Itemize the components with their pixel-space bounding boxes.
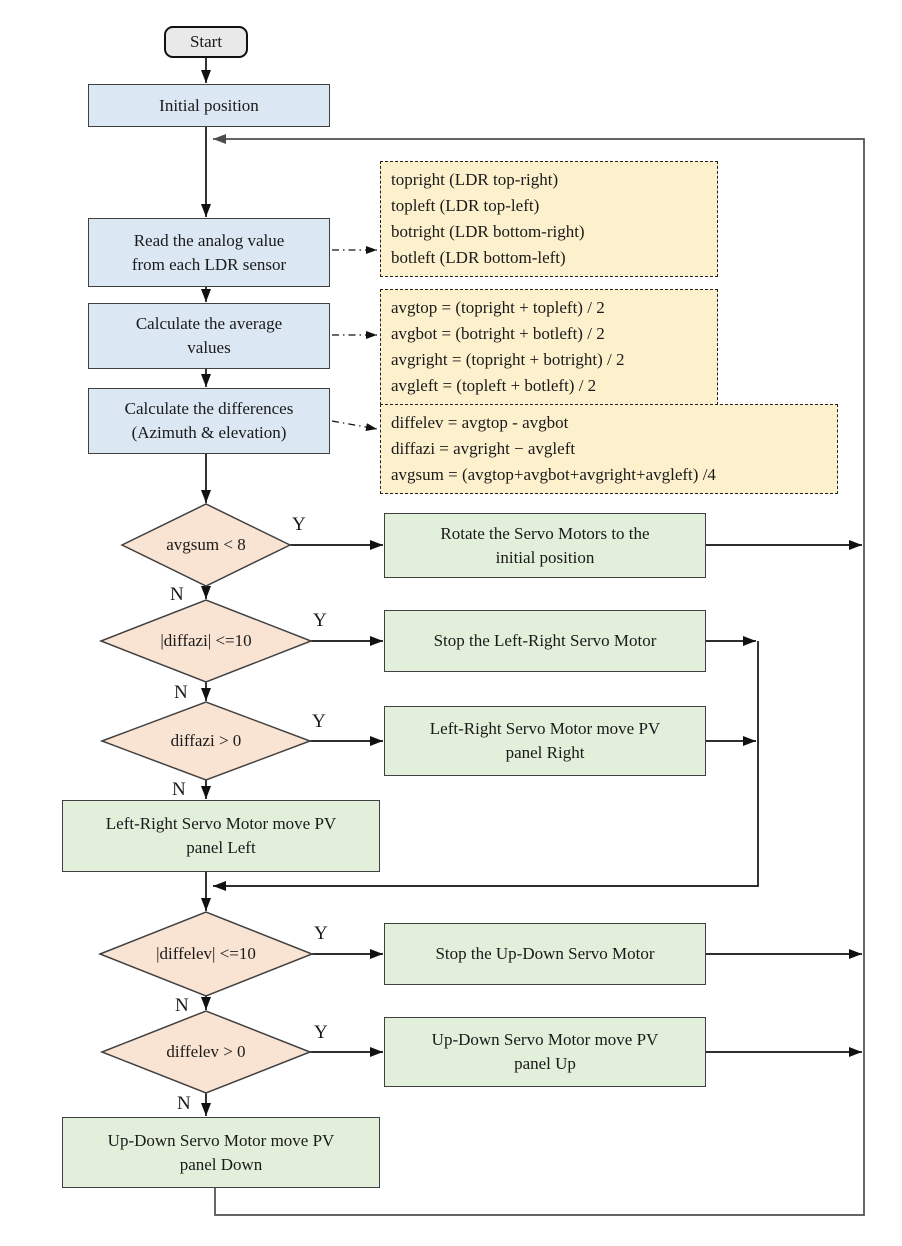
calc-average-label: Calculate the average values (135, 314, 283, 357)
note-line: diffelev = avgtop - avgbot (391, 413, 569, 432)
move-left-label: Left-Right Servo Motor move PV panel Lef… (105, 814, 337, 857)
no-label-diffelev-sign: N (177, 1093, 191, 1114)
note-ldr-variables: topright (LDR top-right) topleft (LDR to… (380, 161, 718, 277)
move-up-label: Up-Down Servo Motor move PV panel Up (431, 1030, 659, 1073)
start-node: Start (164, 26, 248, 58)
yes-label-diffelev-abs: Y (314, 923, 328, 944)
note-averages: avgtop = (topright + topleft) / 2 avgbot… (380, 289, 718, 405)
read-analog-label: Read the analog value from each LDR sens… (131, 230, 287, 274)
note-line: avgtop = (topright + topleft) / 2 (391, 298, 605, 317)
decision-avgsum-shape (120, 503, 292, 587)
calc-differences-node: Calculate the differences (Azimuth & ele… (88, 388, 330, 454)
note-line: avgsum = (avgtop+avgbot+avgright+avgleft… (391, 465, 716, 484)
yes-label-diffazi-sign: Y (312, 711, 326, 732)
no-label-avgsum: N (170, 584, 184, 605)
feedback-loop-line (213, 134, 865, 1216)
yes-label-diffazi-abs: Y (313, 610, 327, 631)
move-right-node: Left-Right Servo Motor move PV panel Rig… (384, 706, 706, 776)
initial-position-node: Initial position (88, 84, 330, 127)
move-left-node: Left-Right Servo Motor move PV panel Lef… (62, 800, 380, 872)
decision-diffelev-sign-label: diffelev > 0 (166, 1042, 246, 1061)
calc-differences-label: Calculate the differences (Azimuth & ele… (124, 399, 294, 442)
link-differences-to-note (331, 420, 378, 432)
note-line: diffazi = avgright − avgleft (391, 439, 576, 458)
decision-diffelev-abs-label: |diffelev| <=10 (156, 944, 256, 963)
initial-position-label: Initial position (159, 95, 259, 115)
decision-diffazi-sign-label: diffazi > 0 (170, 731, 242, 750)
note-line: avgbot = (botright + botleft) / 2 (391, 324, 605, 343)
move-right-label: Left-Right Servo Motor move PV panel Rig… (429, 719, 661, 762)
decision-diffazi-sign-shape (99, 701, 313, 781)
decision-diffelev-sign-shape (99, 1010, 313, 1094)
stop-left-right-node: Stop the Left-Right Servo Motor (384, 610, 706, 672)
decision-diffazi-abs-label: |diffazi| <=10 (160, 631, 252, 650)
move-down-label: Up-Down Servo Motor move PV panel Down (107, 1130, 335, 1174)
note-differences: diffelev = avgtop - avgbot diffazi = avg… (380, 404, 838, 494)
note-line: botright (LDR bottom-right) (391, 222, 585, 241)
note-line: topleft (LDR top-left) (391, 196, 540, 215)
calc-average-node: Calculate the average values (88, 303, 330, 369)
read-analog-node: Read the analog value from each LDR sens… (88, 218, 330, 287)
yes-label-diffelev-sign: Y (314, 1022, 328, 1043)
note-line: avgleft = (topleft + botleft) / 2 (391, 376, 597, 395)
decision-diffazi-abs-shape (98, 599, 314, 683)
stop-left-right-label: Stop the Left-Right Servo Motor (433, 631, 657, 650)
decision-avgsum-label: avgsum < 8 (166, 535, 246, 554)
note-line: avgright = (topright + botright) / 2 (391, 350, 625, 369)
yes-label-avgsum: Y (292, 514, 306, 535)
note-line: botleft (LDR bottom-left) (391, 248, 566, 267)
decision-diffelev-abs-shape (97, 911, 315, 997)
move-up-node: Up-Down Servo Motor move PV panel Up (384, 1017, 706, 1087)
no-label-diffazi-sign: N (172, 779, 186, 800)
stop-up-down-node: Stop the Up-Down Servo Motor (384, 923, 706, 985)
rotate-initial-node: Rotate the Servo Motors to the initial p… (384, 513, 706, 578)
no-label-diffelev-abs: N (175, 995, 189, 1016)
collector-line-azimuth (213, 641, 759, 891)
start-label: Start (189, 32, 223, 51)
note-line: topright (LDR top-right) (391, 170, 559, 189)
rotate-initial-label: Rotate the Servo Motors to the initial p… (440, 523, 650, 567)
move-down-node: Up-Down Servo Motor move PV panel Down (62, 1117, 380, 1188)
no-label-diffazi-abs: N (174, 682, 188, 703)
stop-up-down-label: Stop the Up-Down Servo Motor (435, 944, 655, 963)
